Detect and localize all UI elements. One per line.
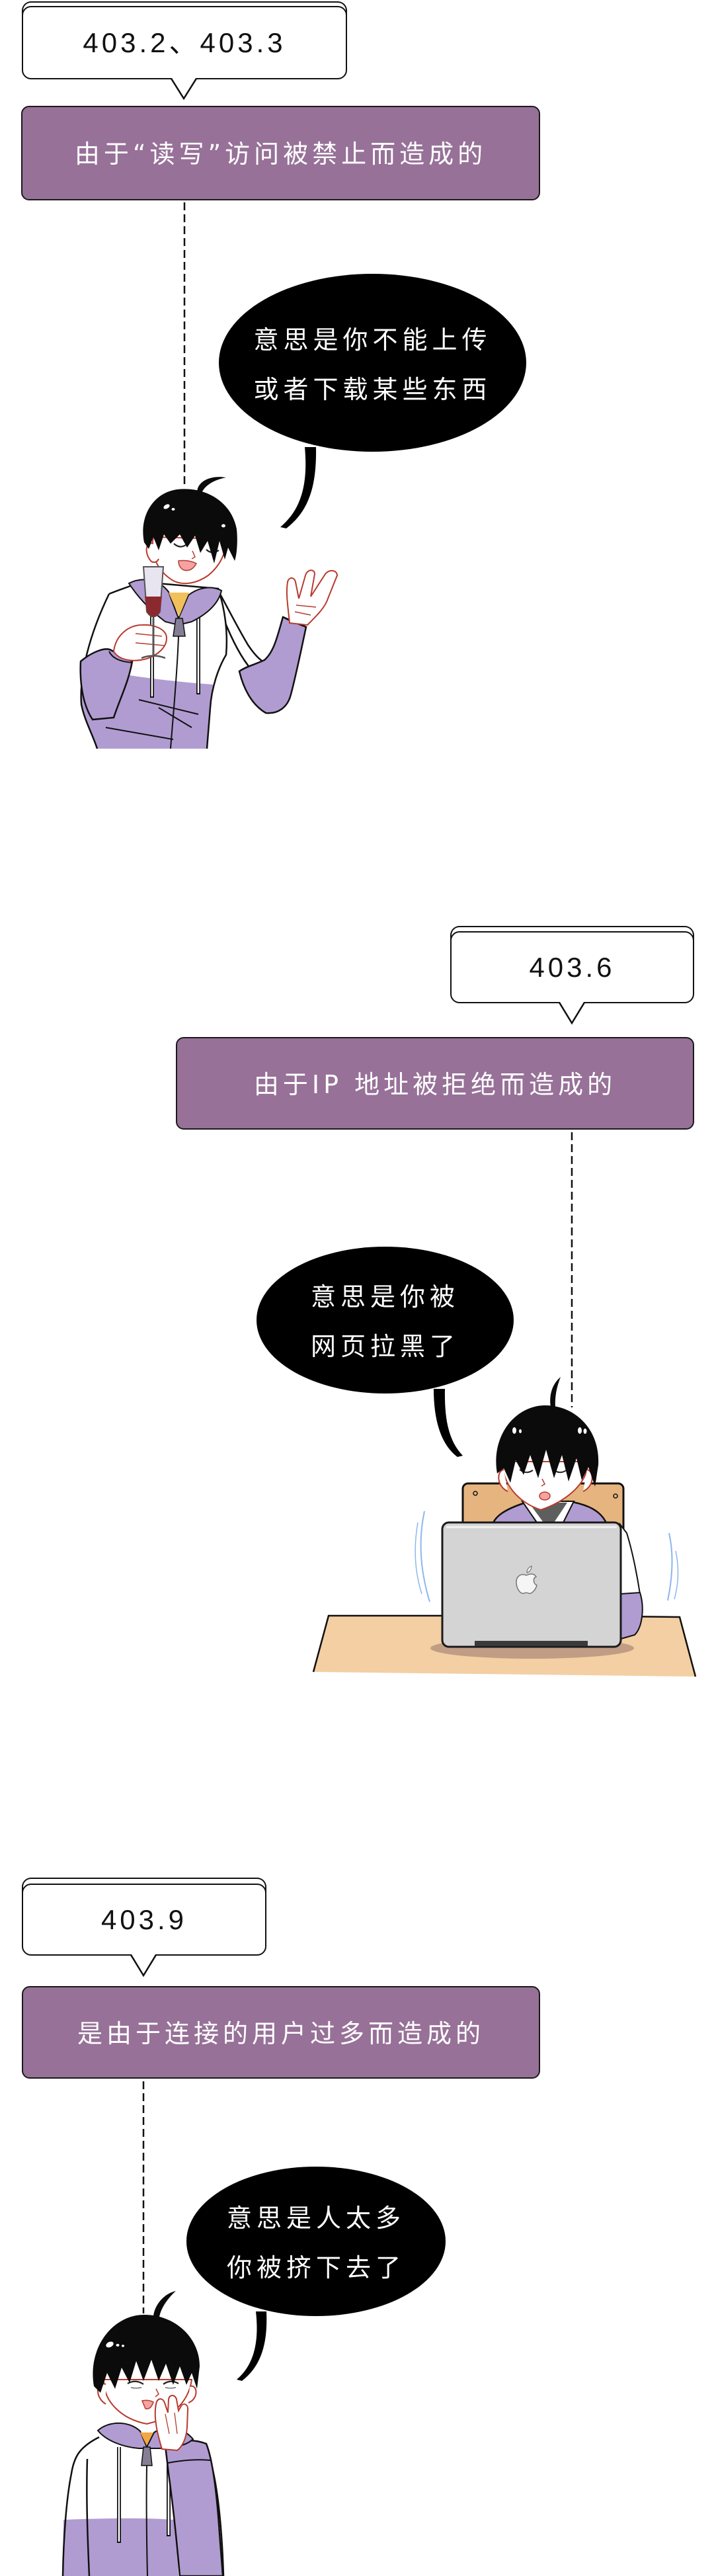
dashed-connector — [571, 1132, 573, 1407]
boy-covering-mouth-icon — [61, 2291, 225, 2576]
speech-line-2: 或者下载某些东西 — [253, 374, 492, 404]
speech-bubble: 意思是你不能上传 或者下载某些东西 — [219, 274, 526, 452]
code-label-box: 403.6 — [450, 931, 694, 1003]
speech-bubble: 意思是你被 网页拉黑了 — [257, 1247, 514, 1393]
speech-line-1: 意思是你不能上传 — [253, 325, 492, 354]
description-text: 是由于连接的用户过多而造成的 — [77, 2018, 485, 2048]
dashed-connector — [142, 2081, 145, 2313]
description-box: 由于“读写”访问被禁止而造成的 — [21, 106, 540, 200]
boy-at-laptop-icon — [312, 1377, 697, 1677]
speech-line-1: 意思是人太多 — [226, 2204, 405, 2233]
speech-bubble-tail — [434, 1389, 463, 1457]
speech-bubble-tail — [237, 2311, 267, 2381]
speech-bubble-tail — [280, 447, 317, 528]
code-label-pointer — [170, 77, 198, 101]
code-label-pointer — [130, 1953, 157, 1977]
description-text: 由于IP 地址被拒绝而造成的 — [253, 1069, 617, 1099]
boy-holding-wine-glass-icon — [79, 477, 338, 749]
code-label-text: 403.6 — [529, 951, 615, 983]
code-label-box: 403.2、403.3 — [22, 6, 347, 79]
speech-line-2: 你被挤下去了 — [226, 2253, 405, 2282]
speech-line-1: 意思是你被 — [310, 1282, 459, 1311]
code-label-box: 403.9 — [22, 1884, 266, 1956]
code-label-text: 403.2、403.3 — [83, 26, 286, 58]
code-label-text: 403.9 — [100, 1903, 188, 1935]
apple-logo-icon — [516, 1565, 537, 1595]
description-box: 由于IP 地址被拒绝而造成的 — [176, 1037, 694, 1130]
speech-bubble: 意思是人太多 你被挤下去了 — [186, 2167, 446, 2316]
description-text: 由于“读写”访问被禁止而造成的 — [74, 140, 487, 169]
description-box: 是由于连接的用户过多而造成的 — [22, 1986, 540, 2079]
code-label-pointer — [558, 1001, 586, 1025]
speech-line-2: 网页拉黑了 — [310, 1332, 459, 1361]
dashed-connector — [183, 202, 186, 488]
